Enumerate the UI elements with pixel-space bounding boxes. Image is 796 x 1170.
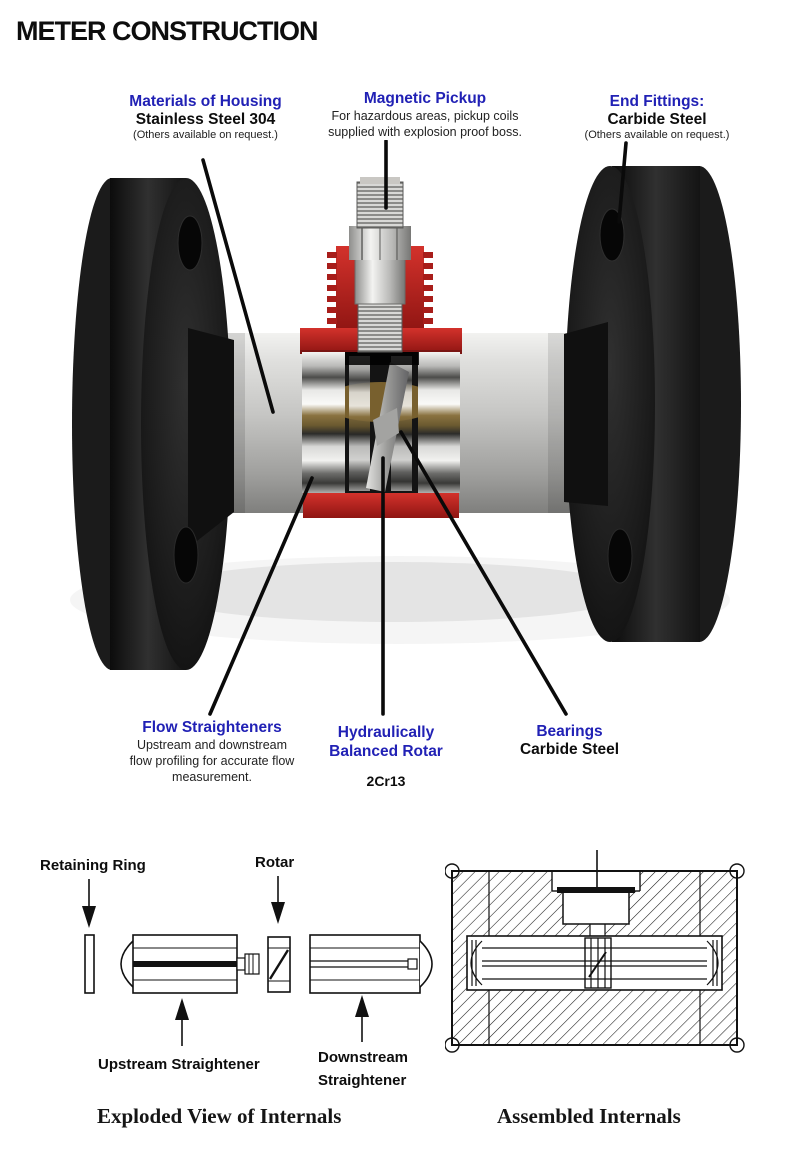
rotor-material: 2Cr13 bbox=[366, 773, 406, 789]
rotor-heading-1: Hydraulically bbox=[337, 724, 435, 741]
internals-window bbox=[302, 352, 460, 493]
rotor-part-label: Rotar bbox=[255, 854, 295, 871]
end-fittings-value: Carbide Steel bbox=[607, 111, 707, 128]
callout-pickup: Magnetic Pickup For hazardous areas, pic… bbox=[302, 90, 548, 140]
end-fitting-joints bbox=[488, 871, 701, 1045]
rotor-heading-2: Balanced Rotar bbox=[329, 743, 443, 760]
upstream-straightener-part bbox=[120, 934, 260, 994]
pointer-materials bbox=[201, 158, 275, 414]
rotor-arrow bbox=[271, 876, 285, 924]
exploded-view-caption: Exploded View of Internals bbox=[97, 1104, 342, 1128]
materials-value: Stainless Steel 304 bbox=[135, 111, 276, 128]
magnetic-pickup-sensor bbox=[349, 177, 411, 353]
bolt-hole bbox=[607, 528, 633, 584]
left-flange-hub bbox=[188, 328, 234, 548]
callout-end-fittings: End Fittings: Carbide Steel (Others avai… bbox=[543, 93, 771, 142]
left-flange bbox=[72, 178, 234, 670]
housing-cross-section bbox=[452, 871, 737, 1045]
callout-rotor: Hydraulically Balanced Rotar 2Cr13 bbox=[316, 723, 456, 790]
downstream-arrow bbox=[355, 995, 369, 1042]
meter-photo bbox=[70, 140, 741, 716]
pickup-heading: Magnetic Pickup bbox=[363, 90, 487, 107]
exploded-view-drawing bbox=[82, 876, 433, 1046]
assembled-view-drawing bbox=[445, 850, 745, 1053]
callout-bearings: Bearings Carbide Steel bbox=[497, 723, 642, 759]
bolt-hole bbox=[177, 215, 203, 271]
pointer-end-fittings bbox=[617, 141, 628, 224]
photo-shadow bbox=[70, 556, 730, 644]
pickup-boss-section bbox=[551, 871, 641, 936]
bolt-hole bbox=[173, 526, 199, 584]
cutaway-bottom-band bbox=[303, 493, 459, 518]
housing-outline bbox=[451, 870, 738, 1046]
flow-straighteners-desc-1: Upstream and downstream bbox=[136, 738, 288, 752]
page-title: METER CONSTRUCTION bbox=[16, 16, 318, 46]
bearings-heading: Bearings bbox=[536, 723, 603, 740]
pickup-desc-2: supplied with explosion proof boss. bbox=[328, 125, 522, 139]
materials-heading: Materials of Housing bbox=[129, 93, 282, 110]
pointer-flow-straighteners bbox=[208, 476, 314, 716]
retaining-ring-arrow bbox=[82, 879, 96, 928]
retaining-ring-label: Retaining Ring bbox=[40, 857, 146, 874]
meter-bore bbox=[466, 935, 723, 991]
right-flange-hub bbox=[564, 322, 608, 506]
callout-materials: Materials of Housing Stainless Steel 304… bbox=[88, 93, 323, 142]
upstream-arrow bbox=[175, 998, 189, 1046]
end-fittings-note: (Others available on request.) bbox=[584, 129, 730, 141]
callout-flow-straighteners: Flow Straighteners Upstream and downstre… bbox=[92, 719, 332, 785]
pointer-bearings bbox=[399, 430, 568, 716]
pickup-desc-1: For hazardous areas, pickup coils bbox=[331, 109, 519, 123]
assembled-internals-parts bbox=[470, 937, 719, 989]
pointer-lines bbox=[201, 140, 628, 716]
downstream-straightener-label: Downstream Straightener bbox=[318, 1049, 409, 1089]
bearings-value: Carbide Steel bbox=[519, 741, 620, 758]
flow-straighteners-heading: Flow Straighteners bbox=[142, 719, 282, 736]
flow-straighteners-desc-2: flow profiling for accurate flow bbox=[129, 754, 295, 768]
flow-straighteners-desc-3: measurement. bbox=[172, 770, 252, 784]
end-fittings-heading: End Fittings: bbox=[609, 93, 705, 110]
materials-note: (Others available on request.) bbox=[133, 129, 278, 141]
assembled-view-caption: Assembled Internals bbox=[497, 1104, 681, 1128]
rotor-part bbox=[267, 936, 291, 993]
upstream-straightener-label: Upstream Straightener bbox=[98, 1056, 260, 1073]
rotor-hub bbox=[373, 408, 399, 446]
downstream-straightener-part bbox=[309, 934, 433, 994]
flow-straightener-left bbox=[302, 352, 345, 493]
retaining-ring-part bbox=[84, 934, 95, 994]
right-flange bbox=[564, 166, 741, 642]
